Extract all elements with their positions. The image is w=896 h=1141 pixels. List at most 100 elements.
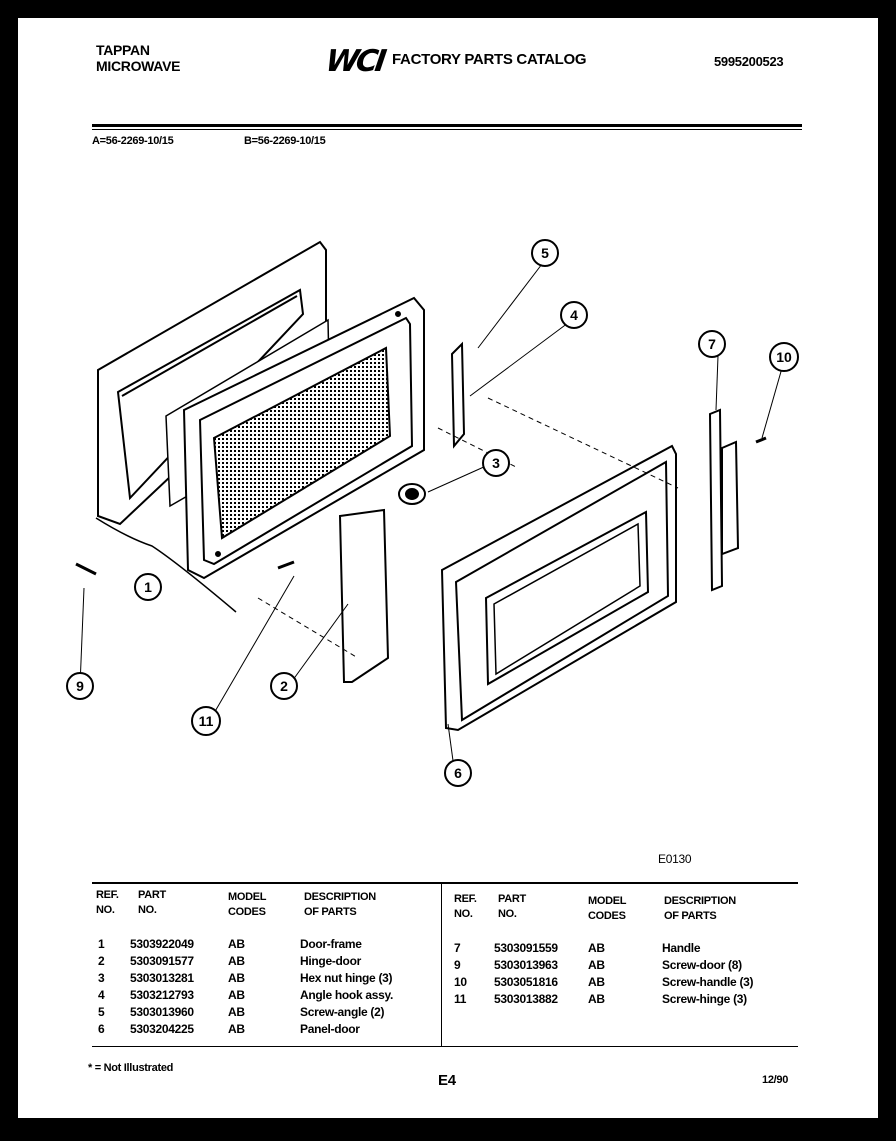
screw-hinge-part xyxy=(277,560,295,570)
model-b: B=56-2269-10/15 xyxy=(244,135,326,147)
svg-text:3: 3 xyxy=(492,455,500,471)
table-cell: AB xyxy=(588,975,605,989)
callout-7: 7 xyxy=(698,330,726,358)
table-cell: Angle hook assy. xyxy=(300,988,394,1002)
table-cell: AB xyxy=(228,1022,245,1036)
table-cell: 5303091559 xyxy=(494,941,558,955)
table-cell: 5303051816 xyxy=(494,975,558,989)
right-part-column: 5303091559 5303013963 5303051816 5303013882 xyxy=(494,940,558,1008)
callout-5: 5 xyxy=(531,239,559,267)
table-cell: 6 xyxy=(98,1022,105,1036)
brand-name: TAPPAN MICROWAVE xyxy=(96,42,180,74)
table-cell: Screw-angle (2) xyxy=(300,1005,385,1019)
diagram-code: E0130 xyxy=(658,852,692,866)
table-cell: Door-frame xyxy=(300,937,362,951)
table-cell: 9 xyxy=(454,958,461,972)
panel-door-part xyxy=(440,444,677,732)
right-ref-column: 7 9 10 11 xyxy=(454,940,467,1008)
table-cell: AB xyxy=(588,958,605,972)
table-cell: 5303922049 xyxy=(130,937,194,951)
table-cell: 5 xyxy=(98,1005,105,1019)
callout-10: 10 xyxy=(769,342,799,372)
callout-11: 11 xyxy=(191,706,221,736)
callout-1: 1 xyxy=(134,573,162,601)
callout-9: 9 xyxy=(66,672,94,700)
svg-text:5: 5 xyxy=(541,245,549,261)
table-cell: 2 xyxy=(98,954,105,968)
model-a: A=56-2269-10/15 xyxy=(92,135,174,147)
exploded-parts-diagram: 5 4 3 7 10 1 9 2 11 6 xyxy=(66,239,799,787)
svg-text:6: 6 xyxy=(454,765,462,781)
revision-date: 12/90 xyxy=(762,1074,789,1086)
table-cell: AB xyxy=(228,937,245,951)
table-cell: 5303204225 xyxy=(130,1022,194,1036)
table-cell: 1 xyxy=(98,937,105,951)
handle-part xyxy=(708,408,740,592)
inner-door-assembly xyxy=(182,296,425,580)
table-bottom-rule xyxy=(92,1046,798,1047)
screw-handle-part xyxy=(755,436,767,444)
table-cell: Screw-door (8) xyxy=(662,958,742,972)
svg-text:9: 9 xyxy=(76,678,84,694)
table-cell: AB xyxy=(228,954,245,968)
svg-text:4: 4 xyxy=(570,307,578,323)
parts-catalog-page: TAPPAN MICROWAVE WCI FACTORY PARTS CATAL… xyxy=(18,18,878,1118)
table-cell: 11 xyxy=(454,992,467,1006)
table-cell: Panel-door xyxy=(300,1022,360,1036)
header-rule-thin xyxy=(92,129,802,130)
table-cell: 7 xyxy=(454,941,461,955)
screw-door-part xyxy=(75,562,97,576)
header-ref-right: REF.NO. xyxy=(454,893,477,920)
table-cell: 5303013882 xyxy=(494,992,558,1006)
svg-text:10: 10 xyxy=(776,349,792,365)
left-part-column: 5303922049 5303091577 5303013281 5303212793… xyxy=(130,936,194,1038)
page-number: E4 xyxy=(438,1072,456,1089)
table-divider xyxy=(441,882,442,1046)
catalog-number: 5995200523 xyxy=(714,54,784,69)
table-cell: AB xyxy=(228,988,245,1002)
callout-2: 2 xyxy=(270,672,298,700)
svg-text:7: 7 xyxy=(708,336,716,352)
door-frame-part xyxy=(97,240,327,526)
right-codes-column: AB AB AB AB xyxy=(588,940,605,1008)
table-cell: 5303013960 xyxy=(130,1005,194,1019)
table-cell: 5303212793 xyxy=(130,988,194,1002)
table-cell: Screw-hinge (3) xyxy=(662,992,747,1006)
brand-line-1: TAPPAN xyxy=(96,42,150,58)
table-cell: AB xyxy=(228,1005,245,1019)
catalog-title: FACTORY PARTS CATALOG xyxy=(392,51,587,68)
hex-nut-part xyxy=(398,483,426,505)
callout-6: 6 xyxy=(444,759,472,787)
table-cell: 5303013963 xyxy=(494,958,558,972)
not-illustrated-note: * = Not Illustrated xyxy=(88,1062,174,1074)
table-cell: Handle xyxy=(662,941,701,955)
header-rule xyxy=(92,124,802,127)
left-codes-column: AB AB AB AB AB AB xyxy=(228,936,245,1038)
callout-3: 3 xyxy=(482,449,510,477)
callout-4: 4 xyxy=(560,301,588,329)
table-cell: AB xyxy=(588,941,605,955)
header-ref-left: REF.NO. xyxy=(96,889,119,916)
table-top-rule xyxy=(92,882,798,884)
table-cell: 5303013281 xyxy=(130,971,194,985)
table-cell: Hinge-door xyxy=(300,954,361,968)
table-cell: 10 xyxy=(454,975,467,989)
table-cell: AB xyxy=(588,992,605,1006)
svg-text:2: 2 xyxy=(280,678,288,694)
hinge-door-part xyxy=(338,508,390,683)
brand-line-2: MICROWAVE xyxy=(96,58,181,74)
table-cell: 5303091577 xyxy=(130,954,194,968)
table-cell: Hex nut hinge (3) xyxy=(300,971,393,985)
table-cell: AB xyxy=(228,971,245,985)
table-cell: Screw-handle (3) xyxy=(662,975,754,989)
svg-text:11: 11 xyxy=(199,713,214,729)
